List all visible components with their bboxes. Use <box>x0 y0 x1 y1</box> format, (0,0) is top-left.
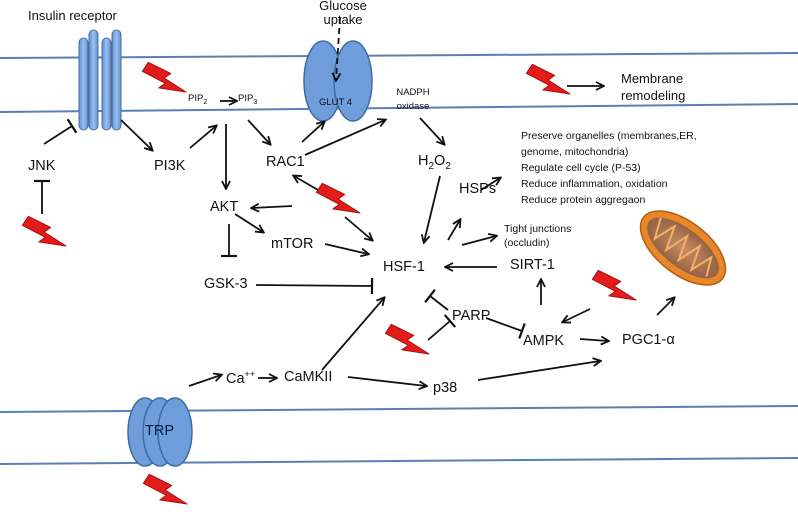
lightning-bolt-icon <box>21 61 637 505</box>
parp-node: PARP <box>452 308 491 324</box>
activation-arrows <box>120 17 674 386</box>
calcium-charge: ++ <box>244 369 256 379</box>
plasma-membrane-top <box>0 52 798 113</box>
pgc1-alpha-node: PGC1-α <box>622 332 675 348</box>
mtor-node: mTOR <box>271 236 314 252</box>
effect-item: Reduce protein aggregaon <box>521 194 646 206</box>
h2o2-node: H2O2 <box>418 153 451 172</box>
h2o2-sub-1: 2 <box>428 160 435 172</box>
rac1-node: RAC1 <box>266 154 305 170</box>
plasma-membrane-bottom <box>0 405 798 465</box>
pip2-subscript: 2 <box>203 98 208 106</box>
insulin-receptor-label: Insulin receptor <box>28 8 117 23</box>
nadph-oxidase-label: NADPH oxidase <box>396 87 430 112</box>
pip2-text: PIP <box>188 93 204 104</box>
insulin-receptor-icon <box>78 29 122 131</box>
pgc1-alpha-symbol: α <box>666 332 675 348</box>
effect-item: genome, mitochondria) <box>521 146 629 158</box>
pgc1-text: PGC1- <box>622 332 667 348</box>
calcium-node: Ca++ <box>226 369 255 387</box>
pip3-subscript: 3 <box>253 98 258 106</box>
trp-channel-icon <box>127 397 193 467</box>
gsk3-node: GSK-3 <box>204 276 248 292</box>
inhibition-arrows <box>34 118 526 341</box>
akt-node: AKT <box>210 199 239 215</box>
effect-item: Regulate cell cycle (P-53) <box>521 162 641 174</box>
glut4-label: GLUT 4 <box>319 97 353 108</box>
h2o2-o: O <box>434 153 446 169</box>
hsp-effects-list: Preserve organelles (membranes,ER, genom… <box>521 128 697 208</box>
camkii-node: CaMKII <box>284 369 333 385</box>
membrane-remodeling-label: Membrane remodeling <box>621 71 686 103</box>
hsf1-node: HSF-1 <box>383 259 425 275</box>
effect-item: Preserve organelles (membranes,ER, <box>521 130 697 142</box>
pip3-text: PIP <box>238 93 254 104</box>
calcium-text: Ca <box>226 370 245 387</box>
hsps-node: HSPs <box>459 181 497 197</box>
jnk-node: JNK <box>28 158 56 174</box>
glucose-uptake-label: Glucose uptake <box>319 0 367 27</box>
ampk-node: AMPK <box>523 333 565 349</box>
tight-junctions-label: Tight junctions (occludin) <box>504 223 572 249</box>
h2o2-h: H <box>418 153 429 169</box>
sirt1-node: SIRT-1 <box>510 257 555 273</box>
pi3k-node: PI3K <box>154 158 186 174</box>
trp-label: TRP <box>145 423 174 439</box>
p38-node: p38 <box>433 380 458 396</box>
pip3-label: PIP3 <box>238 93 257 106</box>
mitochondrion-icon <box>639 210 727 286</box>
glut4-transporter-icon <box>303 40 373 122</box>
h2o2-sub-2: 2 <box>445 160 451 172</box>
pip2-label: PIP2 <box>188 93 207 106</box>
effect-item: Reduce inflammation, oxidation <box>521 178 668 190</box>
